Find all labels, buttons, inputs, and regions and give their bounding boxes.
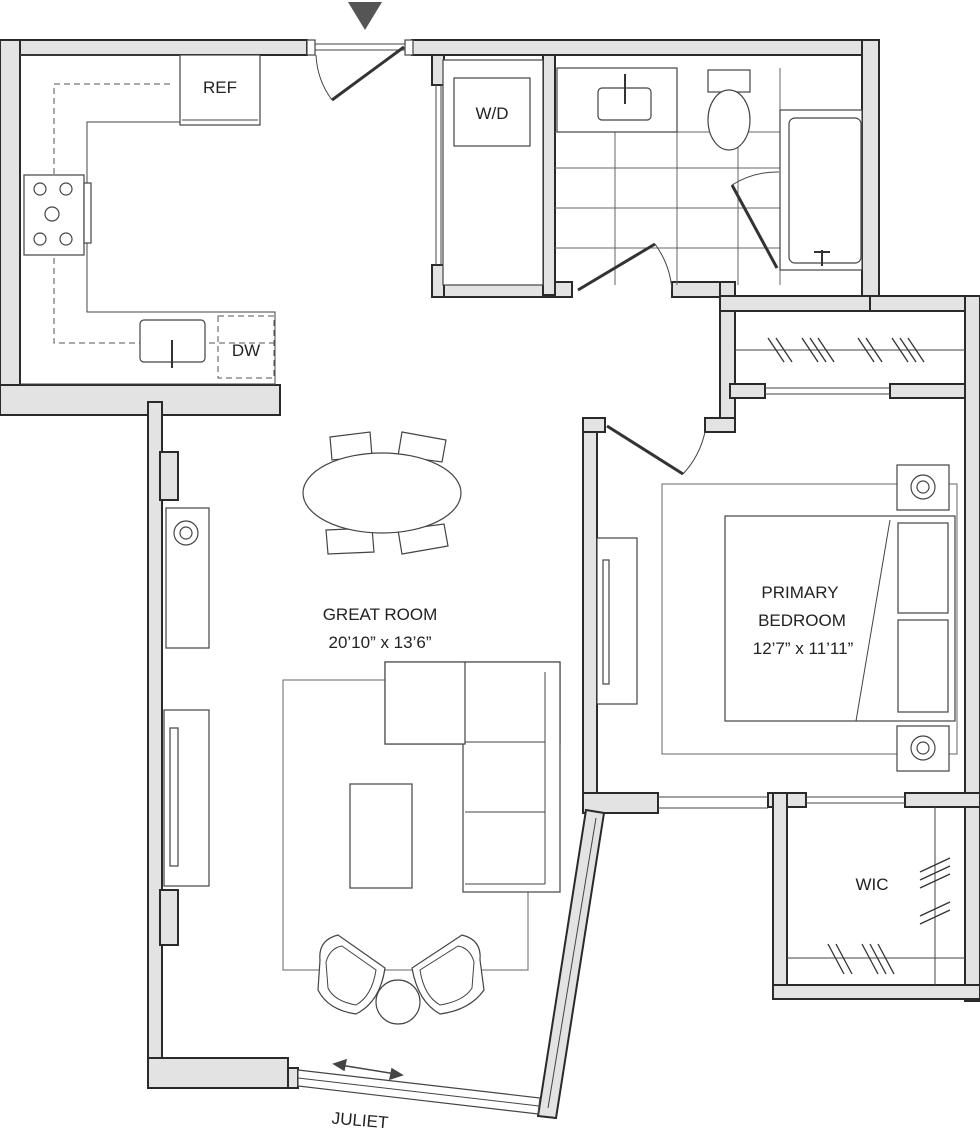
great-room-dimensions: 20’10” x 13’6” (328, 633, 431, 652)
juliet-label: JULIET (331, 1109, 389, 1131)
coffee-table (349, 783, 413, 889)
sliding-arrow-icon (332, 1058, 404, 1081)
entry-marker-icon (348, 2, 382, 30)
refrigerator (179, 54, 261, 126)
dishwasher (217, 315, 275, 379)
dining-table (302, 452, 462, 534)
walk-in-closet: WIC (787, 796, 965, 985)
dw-label: DW (232, 341, 260, 360)
bedroom-closet (735, 337, 965, 395)
great-room: GREAT ROOM 20’10” x 13’6” JULIET (163, 431, 597, 1131)
laundry: W/D (435, 59, 544, 286)
toilet (707, 69, 751, 151)
walls (0, 39, 980, 1120)
bedroom-name-line1: PRIMARY (761, 583, 838, 602)
juliet-window (297, 1069, 541, 1115)
dining-set (302, 431, 462, 555)
entry-door (306, 39, 414, 102)
ref-label: REF (203, 78, 237, 97)
bedroom-dimensions: 12’7” x 11’11” (753, 639, 854, 658)
armchairs (317, 934, 485, 1025)
wd-label: W/D (475, 104, 508, 123)
sectional-sofa (384, 661, 561, 893)
primary-bedroom: PRIMARY BEDROOM 12’7” x 11’11” (596, 424, 958, 809)
bedroom-name-line2: BEDROOM (758, 611, 846, 630)
washer-dryer (453, 77, 531, 147)
bathtub (779, 109, 863, 271)
wic-label: WIC (855, 875, 888, 894)
kitchen: REF DW (20, 54, 276, 385)
bathroom (555, 67, 863, 292)
great-room-name: GREAT ROOM (323, 605, 438, 624)
